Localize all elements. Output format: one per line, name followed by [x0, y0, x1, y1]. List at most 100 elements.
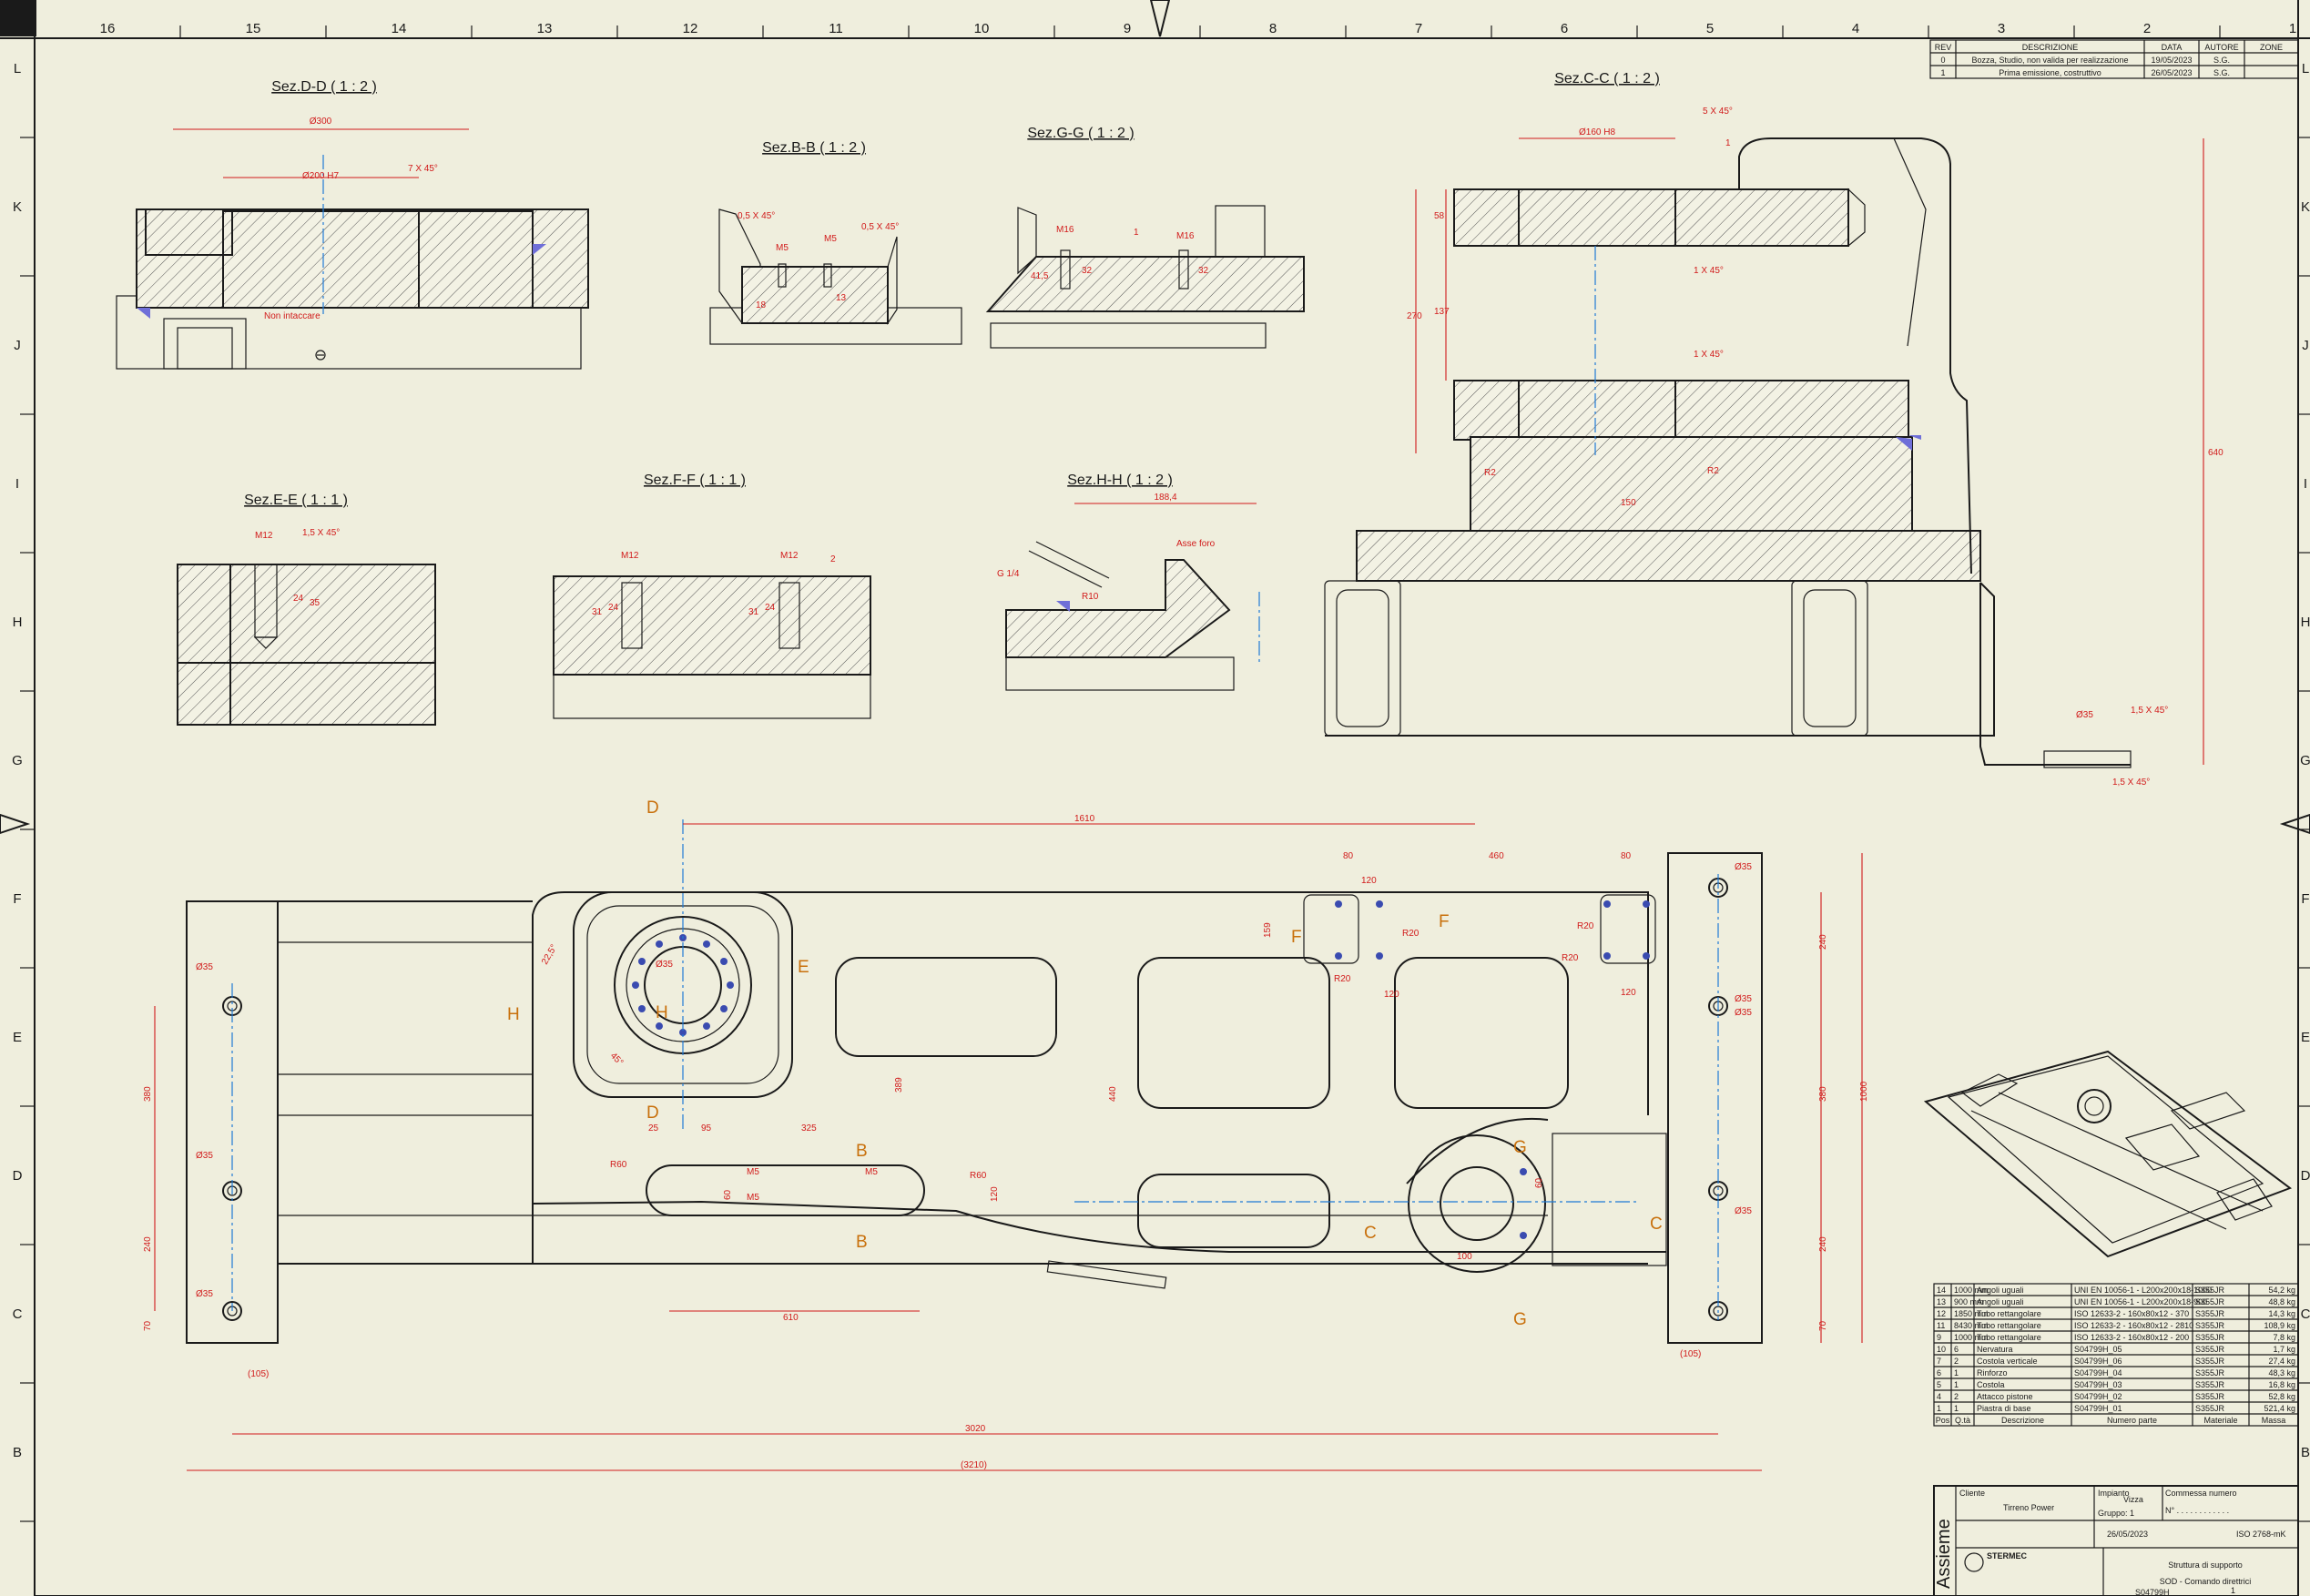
row-label-left: J — [14, 338, 21, 353]
bom-cell: Attacco pistone — [1977, 1392, 2033, 1401]
bom-cell: S355JR — [2195, 1368, 2225, 1377]
dim-gg-2: 1 — [1134, 228, 1139, 238]
drawing-date: 26/05/2023 — [2107, 1530, 2148, 1539]
bom-cell: 5 — [1937, 1380, 1941, 1389]
bom-cell: S355JR — [2195, 1392, 2225, 1401]
bom-cell: ISO 12633-2 - 160x80x12 - 370 — [2074, 1309, 2189, 1318]
plan-dimension-label: R20 — [1402, 929, 1420, 939]
column-label: 8 — [1269, 21, 1277, 36]
dim-dd-2: 7 X 45° — [408, 164, 438, 174]
plan-dimension-label: 240 — [143, 1236, 153, 1252]
plan-dimension-label: R60 — [970, 1171, 987, 1181]
anchor-hole — [222, 1301, 242, 1321]
dim-bb-0: 0,5 X 45° — [738, 211, 775, 221]
plant-label: Impianto — [2098, 1489, 2130, 1498]
bom-cell: 1 — [1954, 1404, 1959, 1413]
bom-cell: S04799H_03 — [2074, 1380, 2122, 1389]
column-label: 3 — [1998, 21, 2005, 36]
dim-cc-bottom-2: 1,5 X 45° — [2112, 778, 2150, 788]
dim-cc-11: 640 — [2208, 448, 2224, 458]
plan-dimension-label: Ø35 — [1735, 1206, 1752, 1216]
bom-cell: S04799H_02 — [2074, 1392, 2122, 1401]
plan-dimension-label: 380 — [1818, 1086, 1828, 1102]
bom-cell: S355JR — [2195, 1286, 2225, 1295]
plan-dimension-label: R20 — [1334, 974, 1351, 984]
dim-ff-2: 2 — [830, 554, 836, 564]
dim-cc-0: Ø160 H8 — [1579, 127, 1615, 137]
bom-cell: S355JR — [2195, 1345, 2225, 1354]
dim-bb-2: M5 — [824, 234, 837, 244]
plan-dimension-label: 120 — [1384, 990, 1399, 1000]
column-label: 5 — [1706, 21, 1714, 36]
dim-bb-3: 0,5 X 45° — [861, 222, 899, 232]
bom-cell: S355JR — [2195, 1357, 2225, 1366]
plan-dimension-label: 1000 — [1859, 1081, 1869, 1102]
revision-cell: Bozza, Studio, non valida per realizzazi… — [1971, 56, 2128, 65]
row-label-left: H — [13, 615, 23, 630]
small-hole — [1376, 952, 1383, 960]
bom-cell: Costola verticale — [1977, 1357, 2038, 1366]
row-label-left: C — [13, 1306, 23, 1322]
dim-hh-1: Asse foro — [1176, 539, 1216, 549]
dim-cc-9: R2 — [1707, 466, 1719, 476]
dim-gg-3: 32 — [1082, 266, 1093, 276]
section-ee: Sez.E-E ( 1 : 1 ) M12 1,5 X 45° 24 35 — [177, 493, 436, 726]
small-hole — [1335, 952, 1342, 960]
section-title-dd: Sez.D-D ( 1 : 2 ) — [271, 79, 377, 95]
column-label: 4 — [1852, 21, 1859, 36]
plan-dimension-label: 100 — [1457, 1252, 1472, 1262]
plan-dimension-label: 440 — [1108, 1086, 1118, 1102]
column-label: 2 — [2143, 21, 2151, 36]
plant-name: Vizza — [2123, 1495, 2143, 1504]
bom-cell: 1000 mm — [1954, 1286, 1989, 1295]
bom-cell: 1,7 kg — [2273, 1345, 2295, 1354]
dim-cc-5: 270 — [1407, 311, 1422, 321]
bom-header: Massa — [2262, 1416, 2286, 1425]
plan-dimension-label: (3210) — [961, 1460, 987, 1470]
sheet-number: 1 — [2231, 1586, 2235, 1595]
row-label-right: F — [2301, 891, 2309, 907]
plan-dimension-label: 610 — [783, 1313, 799, 1323]
bom-cell: 1 — [1954, 1368, 1959, 1377]
bom-cell: 6 — [1937, 1368, 1941, 1377]
dim-ff-0: M12 — [621, 551, 639, 561]
centering-mark-right — [2279, 813, 2310, 835]
bom-cell: 4 — [1937, 1392, 1941, 1401]
bom-header: Descrizione — [2001, 1416, 2044, 1425]
section-marker-d: D — [646, 798, 659, 818]
section-title-hh: Sez.H-H ( 1 : 2 ) — [1067, 473, 1173, 488]
bom-header: Q.tà — [1955, 1416, 1970, 1425]
bom-cell: UNI EN 10056-1 - L200x200x18-1000 — [2074, 1286, 2212, 1295]
bom-cell: 7 — [1937, 1357, 1941, 1366]
dim-cc-3: 58 — [1434, 211, 1445, 221]
section-gg: Sez.G-G ( 1 : 2 ) M16 M16 1 32 32 41,5 — [985, 126, 1305, 349]
plan-dimension-label: Ø35 — [196, 962, 213, 972]
section-ff: Sez.F-F ( 1 : 1 ) M12 M12 2 31 24 31 24 — [553, 473, 871, 719]
bom-cell: 108,9 kg — [2264, 1321, 2295, 1330]
dim-dd-1: Ø200 H7 — [302, 171, 339, 181]
plan-dimension-label: 95 — [701, 1123, 712, 1133]
revision-cell: 0 — [1940, 56, 1945, 65]
dim-cc-8: R2 — [1484, 468, 1496, 478]
small-hole — [1643, 900, 1650, 908]
section-marker-h: H — [507, 1005, 520, 1024]
bom-cell: 2 — [1954, 1392, 1959, 1401]
bom-header: Pos — [1936, 1416, 1950, 1425]
plan-dimension-label: 22,5° — [540, 943, 559, 967]
column-label: 9 — [1124, 21, 1131, 36]
bolt-hole — [637, 958, 646, 965]
bolt-hole — [656, 1022, 663, 1031]
section-marker-c: C — [1650, 1215, 1663, 1234]
bom-cell: 521,4 kg — [2264, 1404, 2295, 1413]
bom-cell: Tubo rettangolare — [1977, 1309, 2041, 1318]
row-label-left: I — [15, 476, 19, 492]
row-label-right: K — [2301, 199, 2310, 215]
dim-cc-6: 1 X 45° — [1694, 266, 1724, 276]
section-title-cc: Sez.C-C ( 1 : 2 ) — [1554, 71, 1660, 86]
bom-cell: S04799H_04 — [2074, 1368, 2122, 1377]
plan-dimension-label: Ø35 — [656, 960, 673, 970]
